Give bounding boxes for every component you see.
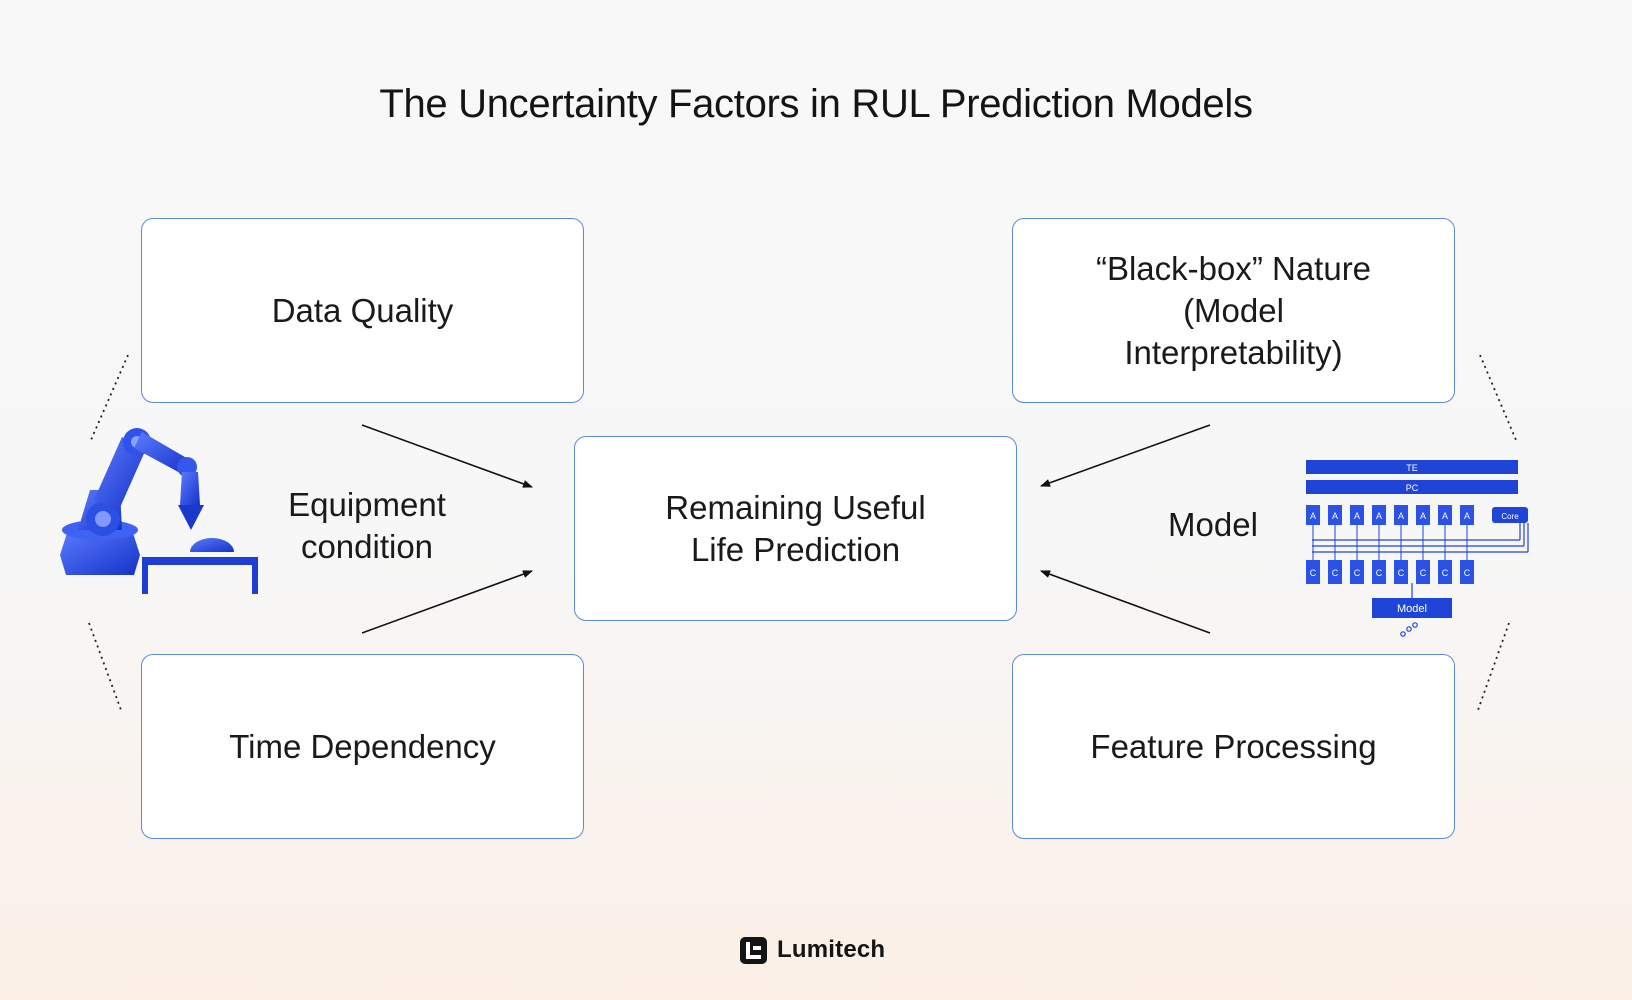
arrow-feature-processing-to-center (1040, 570, 1211, 634)
model-c-cell (1460, 560, 1474, 584)
model-top-bar-label: TE (1406, 463, 1418, 473)
box-feature-processing-text: Feature Processing (1090, 727, 1377, 765)
box-feature-processing: Feature Processing (1012, 654, 1455, 839)
model-a-cell (1350, 505, 1364, 525)
model-c-cell-label: C (1354, 568, 1361, 578)
model-a-cell-label: A (1354, 511, 1360, 521)
model-c-cell (1416, 560, 1430, 584)
box-remaining-useful-life: Remaining Useful Life Prediction (574, 436, 1017, 621)
model-c-cell (1394, 560, 1408, 584)
dotted-line-right-top (1479, 354, 1517, 441)
box-black-box-nature: “Black-box” Nature (Model Interpretabili… (1012, 218, 1455, 403)
arrow-data-quality-to-center (361, 424, 533, 488)
model-bottom-label: Model (1397, 603, 1427, 615)
model-a-cell (1416, 505, 1430, 525)
box-center-text: Remaining Useful Life Prediction (665, 488, 926, 568)
label-equipment-condition: Equipment condition (288, 486, 446, 565)
arrow-time-dependency-to-center (361, 570, 533, 634)
arrows (361, 424, 1211, 634)
model-c-cell-label: C (1464, 568, 1471, 578)
dotted-brackets (88, 354, 1517, 711)
model-c-cell-label: C (1420, 568, 1427, 578)
model-a-cell (1460, 505, 1474, 525)
model-a-cell (1372, 505, 1386, 525)
brand-name: Lumitech (777, 936, 886, 963)
lumitech-logo-icon (740, 936, 767, 964)
box-time-dependency: Time Dependency (141, 654, 584, 839)
arrow-black-box-to-center (1040, 424, 1211, 487)
model-a-cell-label: A (1420, 511, 1426, 521)
model-a-cell-label: A (1376, 511, 1382, 521)
model-c-cell (1306, 560, 1320, 584)
model-a-cell-label: A (1332, 511, 1338, 521)
dotted-line-left-top (90, 354, 129, 441)
model-a-cell (1438, 505, 1452, 525)
box-data-quality: Data Quality (141, 218, 584, 403)
model-c-cell (1372, 560, 1386, 584)
dotted-line-left-bottom (88, 622, 122, 711)
model-c-cell (1438, 560, 1452, 584)
model-architecture-icon: TE PC A A A A A A A A Core C C C C C C C C Model (1306, 460, 1529, 637)
box-black-box-text: “Black-box” Nature (Model Interpretabili… (1095, 249, 1372, 371)
model-a-cell-label: A (1442, 511, 1448, 521)
model-c-cell (1328, 560, 1342, 584)
robot-arm-icon (60, 428, 258, 594)
model-c-cell-label: C (1376, 568, 1383, 578)
model-c-cell-label: C (1442, 568, 1449, 578)
dotted-line-right-bottom (1477, 622, 1510, 711)
model-a-cell (1328, 505, 1342, 525)
model-second-bar-label: PC (1406, 483, 1419, 493)
page-title: The Uncertainty Factors in RUL Predictio… (379, 82, 1253, 126)
box-time-dependency-text: Time Dependency (229, 727, 496, 765)
model-core-label: Core (1501, 512, 1519, 521)
model-c-cell (1350, 560, 1364, 584)
brand-logo: Lumitech (740, 935, 885, 965)
model-a-cell-label: A (1464, 511, 1470, 521)
model-c-cell-label: C (1332, 568, 1339, 578)
label-model: Model (1168, 506, 1258, 543)
model-c-cell-label: C (1398, 568, 1405, 578)
box-data-quality-text: Data Quality (271, 291, 454, 329)
model-a-cell (1306, 505, 1320, 525)
model-a-cell-label: A (1398, 511, 1404, 521)
model-c-cell-label: C (1310, 568, 1317, 578)
model-a-cell-label: A (1310, 511, 1316, 521)
model-a-cell (1394, 505, 1408, 525)
